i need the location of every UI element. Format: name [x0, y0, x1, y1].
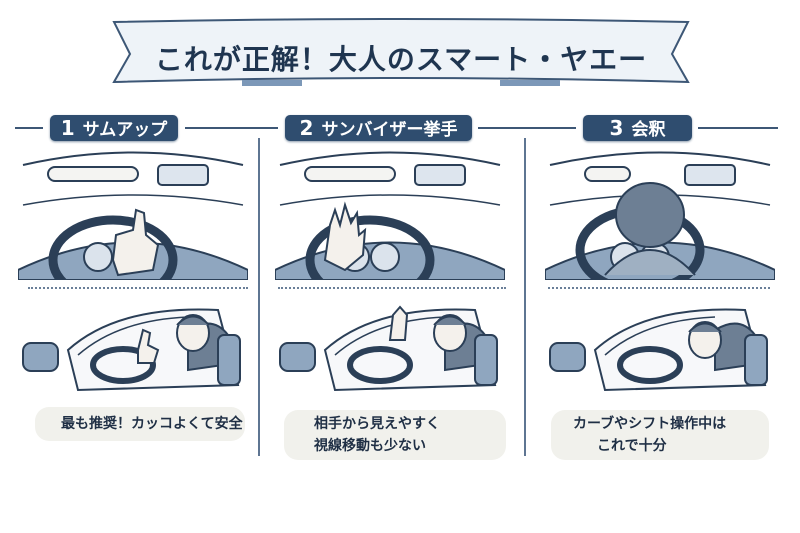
divider: [185, 127, 278, 129]
caption-line: 相手から見えやすく: [314, 416, 440, 432]
dotted-divider: [548, 287, 770, 289]
caption-3: カーブやシフト操作中はこれで十分: [551, 410, 769, 460]
caption-1: 最も推奨！カッコよくて安全: [35, 407, 245, 441]
caption-line: これで十分: [597, 438, 667, 454]
section-number: 3: [609, 116, 624, 140]
illustration-top: [275, 151, 505, 280]
section-label: サムアップ: [82, 120, 168, 140]
caption-line: カーブやシフト操作中は: [573, 416, 727, 432]
section-number: 1: [60, 116, 75, 140]
dotted-divider: [28, 287, 248, 289]
divider: [698, 127, 778, 129]
section-badge-3: 3 会釈: [583, 115, 692, 141]
section-label: サンバイザー挙手: [321, 120, 458, 140]
divider: [524, 138, 526, 456]
illustration-bottom: [279, 305, 498, 392]
title-banner: これが正解！大人のスマート・ヤエー: [112, 16, 690, 86]
section-badge-1: 1 サムアップ: [50, 115, 178, 141]
section-number: 2: [299, 116, 314, 140]
page-title: これが正解！大人のスマート・ヤエー: [154, 43, 648, 76]
caption-2: 相手から見えやすく視線移動も少ない: [284, 410, 506, 460]
illustration-bottom: [22, 308, 241, 392]
dotted-divider: [278, 287, 506, 289]
illustration-bottom: [549, 308, 768, 392]
caption-line: 最も推奨！カッコよくて安全: [61, 416, 243, 432]
divider: [258, 138, 260, 456]
caption-line: 視線移動も少ない: [314, 438, 426, 454]
divider: [15, 127, 43, 129]
illustration-top: [545, 151, 775, 280]
ribbon-icon: [112, 18, 690, 86]
illustration-top: [18, 151, 248, 280]
section-badge-2: 2 サンバイザー挙手: [285, 115, 472, 141]
divider: [478, 127, 576, 129]
section-label: 会釈: [631, 120, 666, 140]
